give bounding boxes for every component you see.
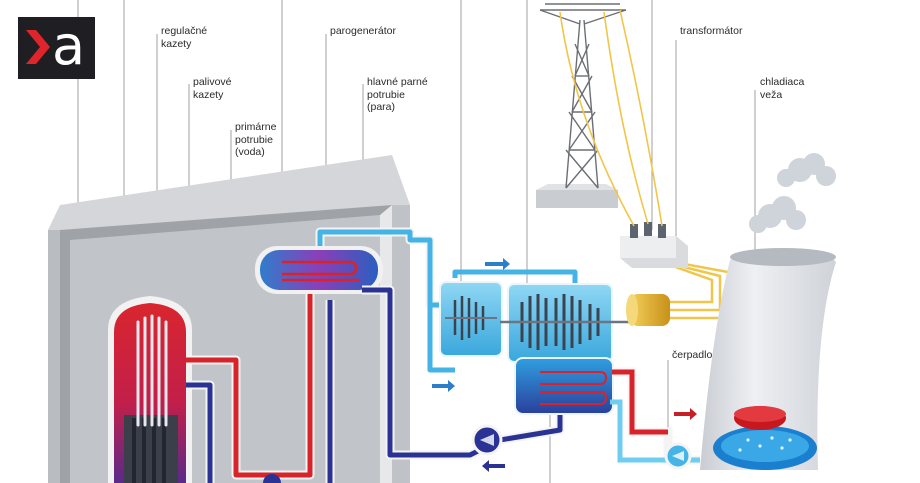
power-lines xyxy=(559,9,663,227)
transmission-tower xyxy=(536,3,627,208)
logo-letter: a xyxy=(52,14,86,77)
control-rods xyxy=(136,314,168,427)
label-line: (voda) xyxy=(235,146,265,158)
steam-generator xyxy=(255,246,383,294)
label-primary-piping: primárne potrubie (voda) xyxy=(235,121,276,159)
turbine-hp xyxy=(439,281,503,357)
label-line: veža xyxy=(760,88,783,101)
label-fuel-rods: palivové kazety xyxy=(193,76,232,101)
label-line: regulačné xyxy=(161,25,208,37)
label-line: transformátor xyxy=(680,25,743,37)
label-main-steam-piping: hlavné parné potrubie (para) xyxy=(367,76,428,114)
brand-logo[interactable]: a xyxy=(18,14,95,79)
label-pump: čerpadlo xyxy=(672,349,712,362)
cooling-tower xyxy=(700,248,836,470)
steam-clouds xyxy=(749,153,836,233)
label-transformer: transformátor xyxy=(680,25,742,38)
cooling-pump xyxy=(664,442,692,470)
feedwater-pump xyxy=(471,424,503,456)
label-control-rods: regulačné kazety xyxy=(161,25,207,50)
label-line: (para) xyxy=(367,101,396,113)
label-cooling-tower: chladiaca veža xyxy=(760,76,804,101)
red-chevron-icon xyxy=(26,30,50,64)
label-line: kazety xyxy=(161,37,192,50)
label-line: potrubie xyxy=(235,133,273,146)
reactor-vessel xyxy=(108,296,192,483)
generator xyxy=(626,294,670,326)
label-line: chladiaca xyxy=(760,76,805,88)
label-line: kazety xyxy=(193,88,224,101)
label-line: parogenerátor xyxy=(330,25,396,37)
containment-building xyxy=(48,155,410,483)
turbine-lp xyxy=(500,283,640,363)
flow-arrows xyxy=(432,258,697,472)
transformer xyxy=(620,222,688,268)
secondary-piping xyxy=(315,227,578,460)
label-line: potrubie xyxy=(367,88,405,101)
label-line: primárne xyxy=(235,121,277,133)
primary-loop xyxy=(186,275,335,483)
label-line: palivové xyxy=(193,76,232,88)
label-line: čerpadlo xyxy=(672,349,713,361)
label-steam-generator: parogenerátor xyxy=(330,25,396,38)
label-line: hlavné parné xyxy=(367,76,428,88)
condenser xyxy=(514,357,614,415)
